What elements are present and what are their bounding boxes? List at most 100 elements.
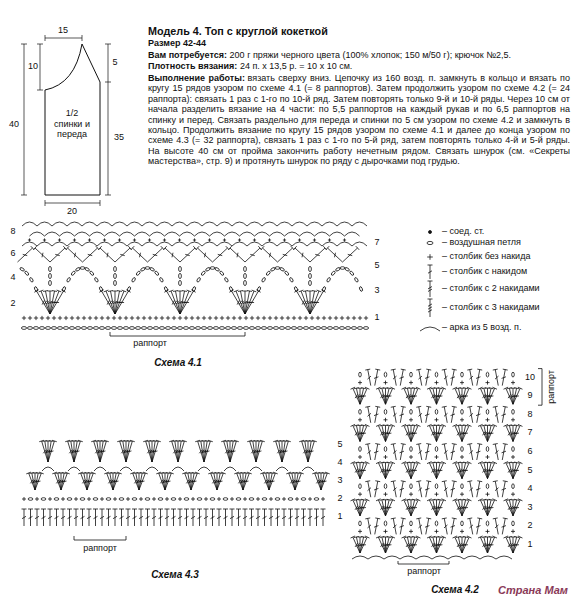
row-number: 6: [10, 249, 15, 259]
double-crochet-symbol: [374, 481, 380, 497]
chain-stitch: [111, 327, 116, 330]
double-crochet-symbol: [61, 509, 66, 526]
double-crochet-symbol: [289, 473, 295, 490]
double-crochet-symbol: [402, 462, 411, 479]
chain-stitch: [461, 409, 464, 414]
single-crochet-symbol: [511, 529, 515, 533]
chain-arc-symbol: [307, 242, 322, 246]
stitch-charts: [18, 35, 543, 564]
chain-stitch: [28, 498, 33, 501]
double-crochet-symbol: [507, 499, 513, 516]
chain-stitch: [224, 277, 229, 282]
chain-stitch: [279, 327, 284, 330]
single-crochet-symbol: [214, 316, 218, 320]
double-crochet-symbol: [234, 472, 243, 490]
double-crochet-symbol: [425, 518, 431, 534]
double-crochet-symbol: [430, 499, 436, 516]
single-crochet-symbol: [322, 316, 326, 320]
double-crochet-symbol: [462, 499, 471, 516]
row-number: 3: [337, 476, 342, 486]
chain-stitch: [87, 327, 92, 330]
chain-arc-symbol: [60, 232, 75, 236]
double-crochet-symbol: [61, 472, 70, 490]
repeat-label: раппорт: [83, 544, 117, 554]
chain-arc-symbol: [198, 467, 210, 471]
chain-stitch: [359, 521, 362, 526]
chain-stitch: [154, 271, 159, 276]
double-crochet-symbol: [428, 265, 433, 279]
row-number: 4: [337, 458, 342, 468]
chain-stitch: [164, 286, 168, 291]
chain-arc-symbol: [337, 242, 352, 246]
double-crochet-symbol: [126, 440, 135, 462]
double-crochet-symbol: [74, 509, 79, 526]
double-crochet-symbol: [354, 462, 360, 479]
single-crochet-symbol: [52, 316, 56, 320]
double-crochet-symbol: [453, 424, 462, 441]
chain-stitch: [512, 447, 515, 452]
chain-arc-symbol: [352, 222, 367, 226]
dimension-label: 15: [58, 26, 68, 36]
single-crochet-symbol: [118, 238, 121, 241]
double-crochet-symbol: [507, 462, 513, 479]
single-crochet-symbol: [172, 316, 176, 320]
chain-stitch: [410, 484, 413, 489]
double-crochet-symbol: [467, 369, 473, 385]
chain-stitch: [275, 267, 280, 270]
dimension-line: [45, 200, 100, 206]
chain-stitch: [213, 327, 218, 330]
single-crochet-symbol: [208, 238, 211, 241]
chain-stitch: [231, 327, 236, 330]
double-crochet-symbol: [165, 509, 170, 526]
chain-stitch: [214, 267, 219, 272]
single-crochet-symbol: [184, 316, 188, 320]
text-paragraph: Вам потребуется:200 г пряжи черного цвет…: [148, 50, 570, 60]
chain-stitch: [75, 327, 80, 330]
single-crochet-symbol: [340, 316, 344, 320]
double-crochet-symbol: [163, 246, 180, 262]
double-crochet-symbol: [427, 462, 436, 479]
single-crochet-symbol: [409, 418, 413, 422]
single-crochet-symbol: [88, 238, 91, 241]
chain-stitch: [219, 271, 224, 276]
chain-stitch: [345, 327, 350, 330]
double-crochet-symbol: [425, 444, 431, 460]
chain-stitch: [266, 271, 271, 276]
chain-stitch: [179, 280, 182, 285]
single-crochet-symbol: [268, 238, 271, 241]
chain-stitch: [273, 327, 278, 330]
chain-arc-symbol: [292, 242, 307, 246]
double-crochet-symbol: [55, 473, 61, 490]
chain-arc-symbol: [90, 232, 105, 236]
double-crochet-symbol: [42, 441, 48, 462]
double-crochet-symbol: [360, 424, 369, 441]
chain-stitch: [461, 447, 464, 452]
double-crochet-symbol: [504, 499, 513, 516]
slip-stitch-symbol: [429, 231, 432, 234]
schematic-label: 1/2 спинки и переда: [51, 108, 93, 139]
chain-stitch: [257, 286, 261, 291]
chain-stitch: [322, 286, 326, 291]
single-crochet-symbol: [190, 316, 194, 320]
double-crochet-symbol: [83, 246, 100, 262]
double-crochet-symbol: [282, 509, 287, 526]
single-crochet-symbol: [358, 492, 362, 496]
double-crochet-symbol: [430, 425, 436, 442]
double-crochet-symbol: [243, 509, 248, 526]
chain-arc-symbol: [22, 222, 37, 226]
double-crochet-symbol: [411, 387, 420, 404]
chain-arc-symbol: [255, 232, 270, 236]
double-crochet-symbol: [430, 536, 436, 553]
single-crochet-symbol: [232, 316, 236, 320]
section-heading: Выполнение работы:: [148, 73, 245, 83]
double-crochet-symbol: [104, 290, 115, 314]
chain-stitch: [384, 484, 387, 489]
single-crochet-symbol: [103, 238, 106, 241]
single-crochet-symbol: [166, 316, 170, 320]
chain-stitch: [29, 277, 34, 282]
double-crochet-symbol: [67, 509, 72, 526]
chain-stitch: [357, 327, 362, 330]
chain-arc-symbol: [42, 467, 54, 471]
double-crochet-symbol: [354, 536, 360, 553]
chain-stitch: [261, 277, 266, 282]
